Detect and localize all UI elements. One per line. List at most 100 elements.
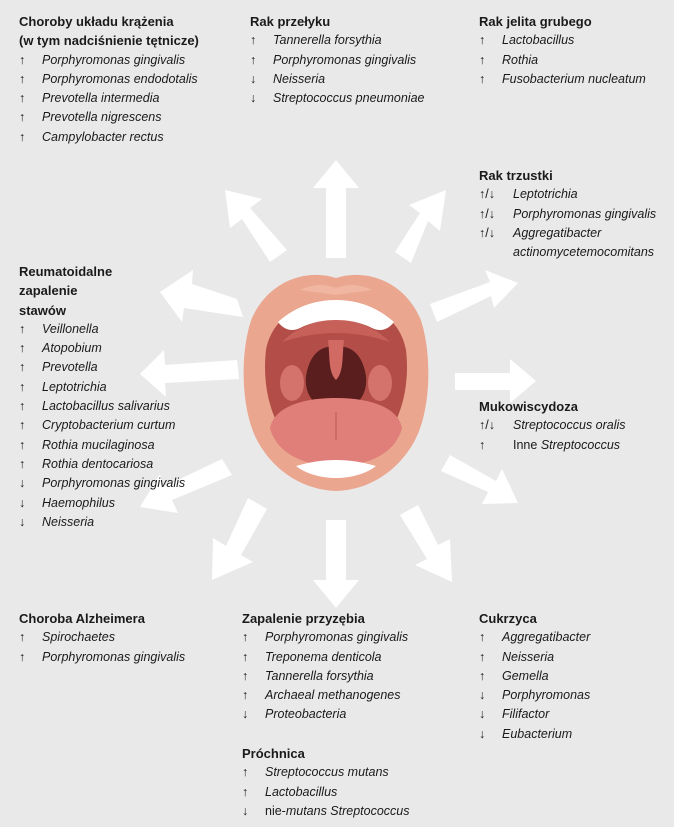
trend-arrow: ↑ [479,437,486,452]
trend-arrow: ↓ [19,476,26,491]
arrow-left [160,270,243,322]
bacteria-item: ↑Streptococcus mutans [242,763,410,782]
bacteria-item: ↑Leptotrichia [19,378,185,397]
bacteria-name: Porphyromonas [502,688,591,703]
bacteria-item: ↑/↓Leptotrichia [479,185,656,204]
bacteria-item: ↓Eubacterium [479,725,590,744]
bacteria-item: ↑Cryptobacterium curtum [19,416,185,435]
trend-arrow: ↑ [19,110,26,125]
bacteria-name: Porphyromonas gingivalis [42,52,186,67]
trend-arrow: ↑ [479,649,486,664]
trend-arrow: ↑ [242,765,249,780]
arrow-mid-right [455,359,536,403]
bacteria-item: ↑Porphyromonas gingivalis [19,648,185,667]
trend-arrow: ↓ [242,707,249,722]
panel-title: Reumatoidalne [19,264,113,279]
bacteria-item: ↓Haemophilus [19,494,185,513]
trend-arrow: ↑/↓ [479,206,495,221]
bacteria-name: Filifactor [502,707,550,722]
bacteria-name: Porphyromonas gingivalis [42,649,186,664]
panel-cardio: Choroby układu krążenia(w tym nadciśnien… [19,12,199,147]
bacteria-item: ↑Spirochaetes [19,628,185,647]
trend-arrow: ↑ [479,33,486,48]
trend-arrow: ↑ [19,341,26,356]
arrow-low-left [140,459,232,513]
bacteria-item: ↑Tannerella forsythia [250,31,424,50]
mouth-illustration [243,274,429,491]
bacteria-item: ↓Filifactor [479,705,590,724]
bacteria-item: ↑Porphyromonas endodotalis [19,70,199,89]
bacteria-item: ↑Lactobacillus [479,31,646,50]
bacteria-name: Gemella [502,668,549,683]
panel-title: (w tym nadciśnienie tętnicze) [19,33,199,49]
bacteria-name: Rothia dentocariosa [42,456,154,471]
trend-arrow: ↓ [19,514,26,529]
bacteria-item: ↓Streptococcus pneumoniae [250,89,424,108]
bacteria-item: ↑Archaeal methanogenes [242,686,408,705]
panel-title: Mukowiscydoza [479,399,578,414]
bacteria-name: Fusobacterium nucleatum [502,71,646,86]
arrows [140,160,536,608]
trend-arrow: ↑/↓ [479,418,495,433]
bacteria-item: ↑ Neisseria [479,648,590,667]
trend-arrow: ↑ [242,688,249,703]
arrow-mid-left [140,350,239,397]
panel-caries: Próchnica↑Streptococcus mutans↑Lactobaci… [242,744,410,821]
tonsil-left [280,365,304,401]
arrow-down-right [400,505,452,582]
bacteria-name: Neisseria [273,71,326,86]
bacteria-name: Haemophilus [42,495,115,510]
panel-title: Cukrzyca [479,611,537,626]
bacteria-item: ↑Rothia dentocariosa [19,455,185,474]
bacteria-name: Porphyromonas gingivalis [265,630,409,645]
trend-arrow: ↑ [19,360,26,375]
bacteria-name: Porphyromonas gingivalis [513,206,657,221]
bacteria-name: Lactobacillus salivarius [42,399,170,414]
bacteria-item: ↑Porphyromonas gingivalis [242,628,408,647]
panel-diabetes: Cukrzyca ↑Aggregatibacter↑ Neisseria↑ Gemel… [479,609,590,744]
lower-teeth [296,460,376,478]
bacteria-name: Campylobacter rectus [42,129,164,144]
bacteria-name: Cryptobacterium curtum [42,418,176,433]
bacteria-item: ↑Campylobacter rectus [19,128,199,147]
panel-title: stawów [19,302,66,318]
bacteria-name: Aggregatibacter [502,630,591,645]
bacteria-item: ↑ Lactobacillus salivarius [19,397,185,416]
bacteria-name: Streptococcus oralis [513,418,626,433]
bacteria-item: ↑Fusobacterium nucleatum [479,70,646,89]
trend-arrow: ↑ [19,399,26,414]
bacteria-name: Eubacterium [502,726,573,741]
bacteria-name: Neisseria [502,649,555,664]
bacteria-name: Streptococcus pneumoniae [273,91,425,106]
bacteria-name: Aggregatibacter [513,225,602,240]
bacteria-item: ↑Rothia mucilaginosa [19,436,185,455]
arrow-right [430,270,518,322]
bacteria-name: Porphyromonas gingivalis [273,52,417,67]
bacteria-name: Prevotella nigrescens [42,110,162,125]
trend-arrow: ↑ [19,91,26,106]
bacteria-item: ↑ Porphyromonas gingivalis [250,51,424,70]
bacteria-item: ↑ Lactobacillus [242,783,410,802]
bacteria-name: Prevotella intermedia [42,91,160,106]
bacteria-name: Lactobacillus [265,784,338,799]
palate [282,320,390,342]
bacteria-item: ↑Prevotella [19,358,185,377]
bacteria-item: ↑Aggregatibacter [479,628,590,647]
trend-arrow: ↑ [242,668,249,683]
bacteria-item: ↑Rothia [479,51,646,70]
arrow-up [313,160,359,258]
trend-arrow: ↑ [19,630,26,645]
bacteria-item: ↑Tannerella forsythia [242,667,408,686]
bacteria-name: Neisseria [42,514,95,529]
bacteria-item: ↑Veillonella [19,320,185,339]
bacteria-item-continuation: actinomycetemocomitans [479,243,656,262]
trend-arrow: ↑ [242,784,249,799]
bacteria-name: Leptotrichia [42,379,107,394]
panel-colon: Rak jelita grubego↑Lactobacillus↑Rothia↑… [479,12,646,89]
panel-pancreas: Rak trzustki↑/↓Leptotrichia↑/↓Porphyromo… [479,166,656,262]
bacteria-item: ↓nie-mutans Streptococcus [242,802,410,821]
bacteria-name: Tannerella forsythia [273,33,382,48]
trend-arrow: ↑ [250,52,257,67]
upper-teeth [278,300,394,330]
uvula [328,340,344,380]
